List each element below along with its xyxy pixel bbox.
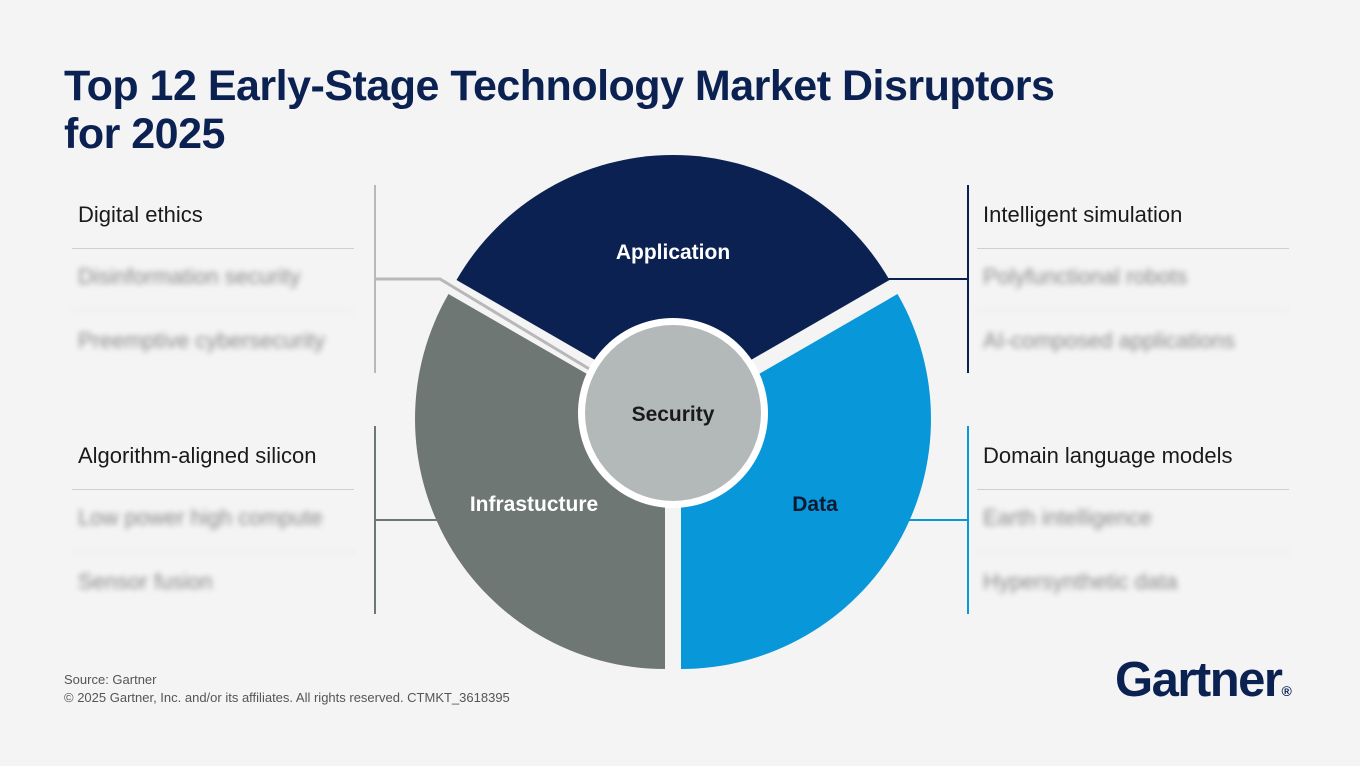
label-data: Data xyxy=(792,493,838,516)
copyright-note: © 2025 Gartner, Inc. and/or its affiliat… xyxy=(64,690,510,705)
list-item: Preemptive cybersecurity xyxy=(78,328,325,353)
gartner-logo: Gartner® xyxy=(1115,650,1292,721)
source-note: Source: Gartner xyxy=(64,672,157,687)
list-item: Algorithm-aligned silicon xyxy=(72,426,354,490)
group-data-line xyxy=(967,426,969,614)
list-item: Low power high compute xyxy=(72,488,354,552)
list-item: Polyfunctional robots xyxy=(977,247,1289,311)
center-security xyxy=(585,325,761,501)
list-item: AI-composed applications xyxy=(983,328,1235,353)
logo-text: Gartner xyxy=(1115,653,1283,707)
group-infrastructure-line xyxy=(374,426,376,614)
group-application-line xyxy=(967,185,969,373)
registered-mark: ® xyxy=(1281,683,1292,699)
list-item: Digital ethics xyxy=(72,185,354,249)
title-line-2: for 2025 xyxy=(64,110,225,158)
group-security: Digital ethics Disinformation security P… xyxy=(72,185,376,373)
list-item: Intelligent simulation xyxy=(977,185,1289,249)
connector-security xyxy=(375,277,597,375)
group-infrastructure: Algorithm-aligned silicon Low power high… xyxy=(72,426,376,614)
list-item: Hypersynthetic data xyxy=(983,569,1178,594)
label-infrastructure: Infrastucture xyxy=(470,493,598,516)
group-security-line xyxy=(374,185,376,373)
page-title: Top 12 Early-Stage Technology Market Dis… xyxy=(64,62,1184,158)
list-item: Sensor fusion xyxy=(78,569,213,594)
segment-application xyxy=(456,155,890,405)
footer: Source: Gartner © 2025 Gartner, Inc. and… xyxy=(64,671,510,707)
list-item: Disinformation security xyxy=(72,247,354,311)
list-item: Earth intelligence xyxy=(977,488,1289,552)
group-data: Domain language models Earth intelligenc… xyxy=(967,426,1289,614)
label-application: Application xyxy=(616,241,730,264)
list-item: Domain language models xyxy=(977,426,1289,490)
group-application: Intelligent simulation Polyfunctional ro… xyxy=(967,185,1289,373)
title-line-1: Top 12 Early-Stage Technology Market Dis… xyxy=(64,62,1055,110)
label-security: Security xyxy=(632,403,715,426)
